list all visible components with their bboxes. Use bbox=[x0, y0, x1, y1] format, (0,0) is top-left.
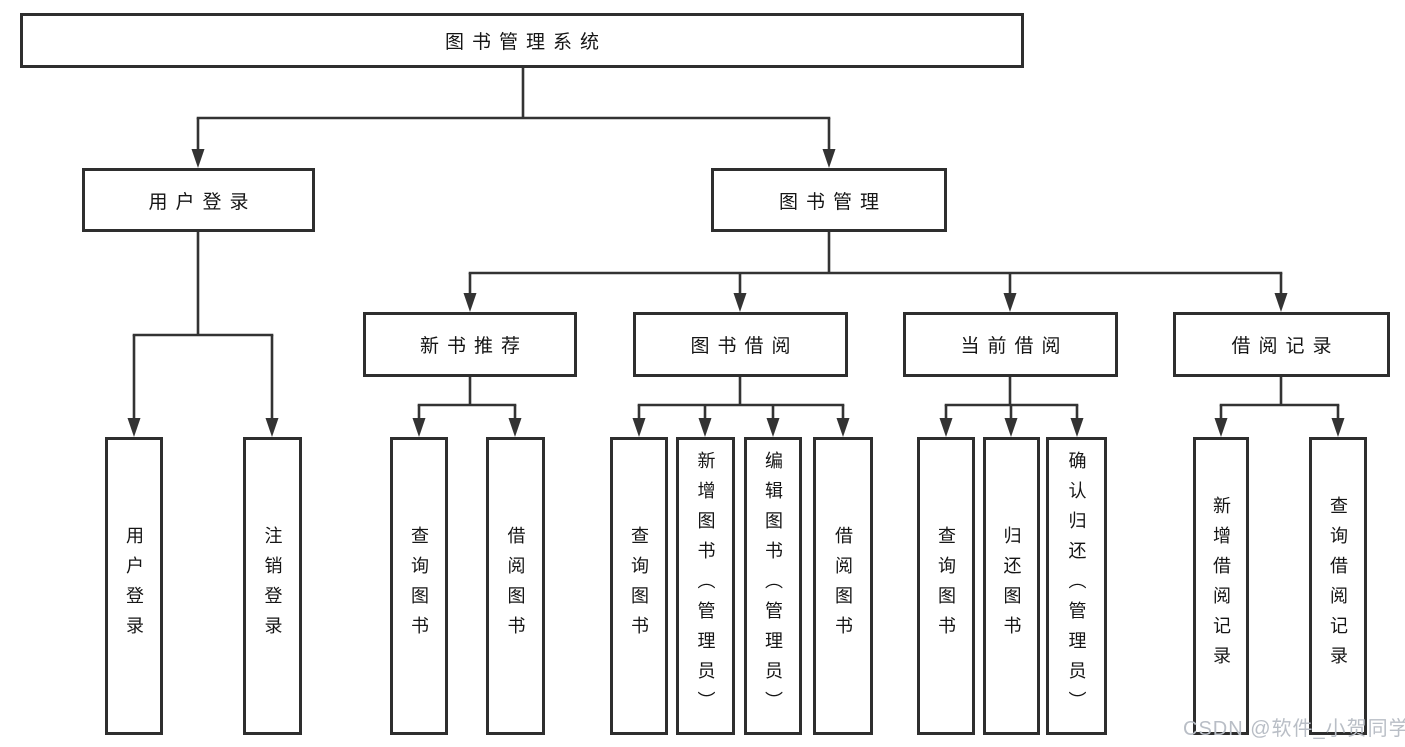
leaf-borrow-books-recommend: 借阅图书 bbox=[486, 437, 545, 735]
leaf-add-books-admin: 新增图书（管理员） bbox=[676, 437, 735, 735]
node-library-system-root: 图书管理系统 bbox=[20, 13, 1024, 68]
leaf-label: 归还图书 bbox=[1001, 526, 1022, 646]
node-label: 图书管理 bbox=[778, 191, 887, 213]
node-book-borrow: 图书借阅 bbox=[633, 312, 848, 377]
leaf-label: 借阅图书 bbox=[833, 526, 853, 646]
leaf-query-books-current: 查询图书 bbox=[917, 437, 975, 735]
leaf-label: 新增借阅记录 bbox=[1211, 496, 1231, 676]
leaf-label: 查询图书 bbox=[629, 526, 649, 646]
leaf-label: 查询图书 bbox=[409, 526, 429, 646]
leaf-label: 借阅图书 bbox=[505, 526, 526, 646]
leaf-user-login: 用户登录 bbox=[105, 437, 163, 735]
leaf-query-books-recommend: 查询图书 bbox=[390, 437, 448, 735]
leaf-label: 用户登录 bbox=[124, 526, 144, 646]
leaf-borrow-books: 借阅图书 bbox=[813, 437, 873, 735]
leaf-label: 确认归还（管理员） bbox=[1066, 451, 1087, 721]
node-label: 新书推荐 bbox=[419, 336, 528, 357]
leaf-query-books-borrow: 查询图书 bbox=[610, 437, 668, 735]
node-borrow-records: 借阅记录 bbox=[1173, 312, 1390, 377]
leaf-label: 新增图书（管理员） bbox=[695, 451, 716, 721]
leaf-query-borrow-record: 查询借阅记录 bbox=[1309, 437, 1367, 735]
leaf-label: 查询借阅记录 bbox=[1328, 496, 1348, 676]
leaf-edit-books-admin: 编辑图书（管理员） bbox=[744, 437, 802, 735]
node-label: 借阅记录 bbox=[1231, 336, 1340, 357]
node-label: 当前借阅 bbox=[960, 336, 1069, 357]
node-label: 用户登录 bbox=[148, 191, 257, 213]
leaf-label: 编辑图书（管理员） bbox=[763, 451, 783, 721]
node-current-borrow: 当前借阅 bbox=[903, 312, 1118, 377]
node-book-management-branch: 图书管理 bbox=[711, 168, 947, 232]
leaf-logout: 注销登录 bbox=[243, 437, 302, 735]
leaf-confirm-return-admin: 确认归还（管理员） bbox=[1046, 437, 1107, 735]
leaf-return-books: 归还图书 bbox=[983, 437, 1040, 735]
leaf-add-borrow-record: 新增借阅记录 bbox=[1193, 437, 1249, 735]
node-user-login-branch: 用户登录 bbox=[82, 168, 315, 232]
node-label: 图书借阅 bbox=[690, 336, 799, 357]
node-label: 图书管理系统 bbox=[444, 32, 607, 53]
node-new-book-recommend: 新书推荐 bbox=[363, 312, 577, 377]
csdn-watermark: CSDN @软件_小贺同学 bbox=[1183, 718, 1405, 740]
leaf-label: 查询图书 bbox=[936, 526, 956, 646]
leaf-label: 注销登录 bbox=[262, 526, 283, 646]
